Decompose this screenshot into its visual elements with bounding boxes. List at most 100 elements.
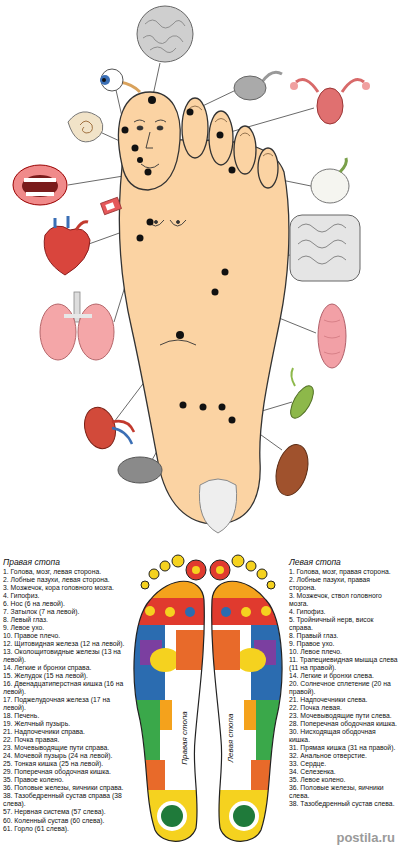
list-item: 2. Лобные пазухи, правая сторона. — [289, 576, 398, 592]
foot-print — [133, 760, 165, 790]
brain-organ — [143, 20, 185, 53]
face-drawing — [157, 126, 163, 130]
list-item: 10. Правое плечо. — [3, 632, 127, 640]
list-item: 28. Поперечная ободочная кишка. — [289, 720, 398, 728]
foot-print — [141, 581, 149, 589]
spleen-organ — [118, 457, 162, 483]
leader-line — [220, 108, 314, 135]
list-item: 61. Горло (61 слева). — [3, 825, 127, 833]
reflex-point — [145, 169, 152, 176]
bladder-organ — [199, 479, 236, 533]
foot-print — [150, 648, 180, 672]
list-item: 7. Затылок (7 на левой). — [3, 608, 127, 616]
uterus-organ — [362, 82, 370, 90]
throat-organ — [100, 197, 121, 214]
foot-outline — [258, 148, 278, 188]
heart-organ — [76, 222, 88, 230]
list-item: 4. Гипофиз. — [289, 608, 398, 616]
list-item: 32. Анальное отверстие. — [289, 752, 398, 760]
list-item: 9. Правое ухо. — [289, 640, 398, 648]
list-item: 25. Тонкая кишка (25 на левой). — [3, 760, 127, 768]
list-item: 23. Мочевыводящие пути справа. — [3, 744, 127, 752]
list-column: Правая стопа1. Голова, мозг, левая сторо… — [3, 557, 127, 833]
heart-organ — [55, 216, 68, 228]
heart-organ — [44, 216, 90, 275]
lungs-organ — [40, 304, 76, 360]
list-item: 9. Левое ухо. — [3, 624, 127, 632]
pancreas-organ — [318, 304, 346, 368]
column-heading: Левая стопа — [289, 557, 398, 567]
list-item: 33. Сердце. — [289, 760, 398, 768]
ear-organ — [68, 112, 103, 142]
toe-detail — [263, 154, 273, 157]
list-item: 1. Голова, мозг, левая сторона. — [3, 568, 127, 576]
face-drawing — [170, 220, 186, 226]
list-item: 38. Тазобедренный сустав слева. — [289, 800, 398, 808]
list-item: 24. Мочевой пузырь (24 на левой). — [3, 752, 127, 760]
foot-outline — [118, 92, 180, 190]
mouth-organ — [22, 175, 58, 197]
intestine-organ — [290, 215, 360, 281]
watermark: postila.ru — [336, 831, 395, 845]
foot-print — [130, 790, 210, 848]
eye-organ — [100, 75, 110, 85]
gallbladder-organ — [286, 368, 318, 422]
foot-print — [165, 607, 175, 617]
list-item: 57. Нервная система (57 слева). — [3, 808, 127, 816]
toe-detail — [240, 133, 250, 136]
list-item: 14. Легкие и бронхи справа. — [3, 664, 127, 672]
brain-organ — [137, 6, 193, 62]
eye-organ — [120, 82, 140, 92]
stomach-organ — [311, 158, 349, 203]
throat-organ — [100, 197, 121, 214]
face-drawing — [134, 120, 196, 345]
gallbladder-organ — [286, 382, 318, 421]
throat-organ — [105, 202, 115, 210]
gland-organ — [262, 72, 282, 82]
pancreas-organ — [318, 304, 346, 368]
foot-print — [161, 805, 183, 827]
stomach-organ — [340, 158, 346, 172]
list-item: 22. Почка правая. — [3, 736, 127, 744]
foot-outline — [209, 111, 233, 165]
foot-print — [157, 801, 187, 831]
list-item: 11. Трапециевидная мышца слева (11 на пр… — [289, 656, 398, 672]
bladder-organ — [199, 479, 236, 533]
foot-outline — [234, 126, 256, 174]
foot-print — [176, 630, 204, 670]
face-drawing — [160, 340, 196, 345]
list-item: 18. Печень. — [3, 712, 127, 720]
list-item: 13. Околощитовидные железы (13 на левой)… — [3, 648, 127, 664]
list-item: 23. Мочевыводящие пути слева. — [289, 712, 398, 720]
list-item: 36. Половые железы, яичники слева. — [289, 784, 398, 800]
list-item: 8. Правый глаз. — [289, 632, 398, 640]
foot-print — [134, 581, 204, 841]
lungs-organ — [64, 314, 92, 318]
uterus-organ — [290, 80, 370, 124]
face-drawing — [177, 221, 180, 224]
toe-detail — [215, 119, 227, 123]
list-item: 3. Мозжечок, кора головного мозга. — [3, 584, 127, 592]
list-item: 2. Лобные пазухи, левая сторона. — [3, 576, 127, 584]
mouth-organ — [13, 165, 67, 205]
list-item: 5. Тройничный нерв, висок справа. — [289, 616, 398, 632]
face-drawing — [155, 221, 158, 224]
list-item: 6. Нос (6 на левой). — [3, 600, 127, 608]
list-item: 31. Прямая кишка (31 на правой). — [289, 744, 398, 752]
column-heading: Правая стопа — [3, 557, 127, 567]
foot-print — [185, 607, 195, 617]
lungs-organ — [40, 292, 114, 360]
list-item: 1. Голова, мозг, правая сторона. — [289, 568, 398, 576]
reflex-point — [229, 417, 236, 424]
kidney-organ — [80, 404, 134, 452]
reflex-point — [137, 157, 143, 163]
reflex-point — [137, 235, 144, 242]
list-item: 21. Надпочечники справа. — [3, 728, 127, 736]
pancreas-organ — [324, 320, 340, 354]
list-item: 20. Солнечное сплетение (20 на правой). — [289, 680, 398, 696]
foot-print — [149, 569, 159, 579]
kidney-organ — [112, 421, 134, 432]
mouth-organ — [24, 178, 56, 196]
list-item: 8. Левый глаз. — [3, 616, 127, 624]
